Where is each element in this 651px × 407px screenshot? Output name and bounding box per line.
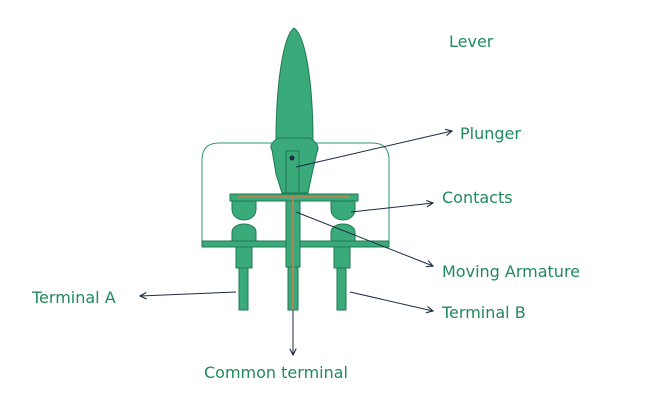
terminal-b-label: Terminal B	[442, 303, 526, 322]
plunger-slot	[285, 150, 300, 194]
terminal-a-label: Terminal A	[32, 288, 116, 307]
moving-armature-label: Moving Armature	[442, 262, 581, 281]
lever-label: Lever	[449, 32, 494, 51]
terminal-b-pin	[336, 267, 347, 311]
terminal-b-leader-arrow	[349, 291, 433, 311]
contacts-label: Contacts	[442, 188, 513, 207]
terminal-a-pin	[238, 267, 249, 311]
moving-armature-leader-arrow	[295, 211, 433, 266]
terminal-b-block	[333, 246, 351, 269]
plunger-leader-arrow	[295, 131, 452, 168]
terminal-a-block	[235, 246, 253, 269]
left-upper-contact	[231, 200, 257, 221]
plunger-pivot-dot	[289, 155, 295, 161]
plunger-body	[270, 137, 319, 194]
contacts-leader-arrow	[350, 203, 433, 213]
right-upper-contact	[330, 200, 356, 221]
common-terminal-label: Common terminal	[204, 363, 348, 382]
lever-shape	[275, 27, 314, 143]
plunger-label: Plunger	[460, 124, 521, 143]
left-lower-contact	[231, 223, 257, 242]
right-lower-contact	[330, 223, 356, 242]
terminal-a-leader-arrow	[140, 291, 237, 296]
